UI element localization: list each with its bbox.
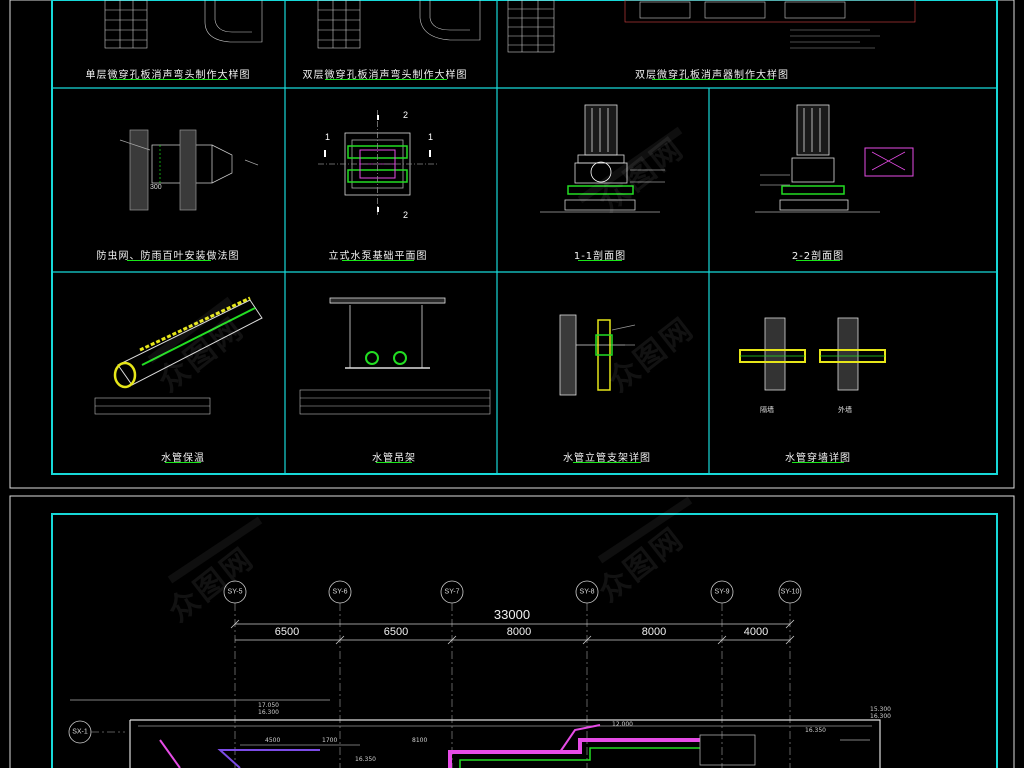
watermark-graphic <box>147 126 693 584</box>
caption-wall-penetration: 水管穿墙详图 <box>785 453 851 464</box>
riser-support-detail <box>559 314 636 396</box>
pump-section-2-2 <box>755 104 914 213</box>
elevation-note: 17.050 <box>258 702 279 709</box>
elevation-note: 15.300 <box>870 706 891 713</box>
wall-penetration-detail <box>739 317 886 391</box>
caption-underline <box>796 260 840 261</box>
caption-section-2-2: 2-2剖面图 <box>791 251 845 262</box>
axis-label: SY-5 <box>227 588 243 596</box>
section-mark-2b: 2 <box>403 210 408 220</box>
pipe-hanger-detail <box>299 297 491 415</box>
elevation-note: 16.350 <box>805 727 826 734</box>
section-mark-1a: 1 <box>325 132 330 142</box>
caption-double-silencer: 双层微穿孔板消声器制作大样图 <box>635 70 789 81</box>
caption-underline <box>127 260 211 261</box>
caption-underline <box>110 79 228 80</box>
caption-underline <box>342 260 414 261</box>
caption-section-1-1: 1-1剖面图 <box>573 251 627 262</box>
caption-pipe-insulation: 水管保温 <box>161 453 205 464</box>
axis-label: SY-6 <box>332 588 348 596</box>
axis-label: SY-7 <box>444 588 460 596</box>
caption-riser-support: 水管立管支架详图 <box>563 453 651 464</box>
caption-louver: 防虫网、防雨百叶安装做法图 <box>96 251 240 262</box>
pump-base-plan <box>318 110 437 215</box>
elevation-note: 12.000 <box>612 721 633 728</box>
wall-left-label: 隔墙 <box>760 405 774 414</box>
row1-details <box>104 0 916 53</box>
small-dimension: 4500 <box>265 737 281 744</box>
sheet-borders <box>9 0 1015 768</box>
caption-single-elbow: 单层微穿孔板消声弯头制作大样图 <box>85 70 251 81</box>
span-dimension: 4000 <box>743 626 769 638</box>
caption-underline <box>376 462 412 463</box>
row-axis-label: SX-1 <box>72 728 88 736</box>
span-dimension: 6500 <box>383 626 409 638</box>
axis-label: SY-8 <box>579 588 595 596</box>
caption-pipe-hanger: 水管吊架 <box>372 453 416 464</box>
wall-right-label: 外墙 <box>838 405 852 414</box>
caption-underline <box>573 462 641 463</box>
elevation-note: 16.300 <box>870 713 891 720</box>
caption-double-elbow: 双层微穿孔板消声弯头制作大样图 <box>302 70 468 81</box>
axis-label: SY-10 <box>780 588 800 596</box>
caption-pump-plan: 立式水泵基础平面图 <box>328 251 428 262</box>
caption-underline <box>325 79 447 80</box>
pipe-insulation-detail <box>94 296 263 415</box>
elevation-note: 16.300 <box>258 709 279 716</box>
small-dimension: 1700 <box>322 737 338 744</box>
section-mark-2a: 2 <box>403 110 408 120</box>
section-mark-1b: 1 <box>428 132 433 142</box>
caption-underline <box>578 260 622 261</box>
caption-underline <box>652 79 774 80</box>
axis-label: SY-9 <box>714 588 730 596</box>
small-dimension: 8100 <box>412 737 428 744</box>
elevation-note: 16.350 <box>355 756 376 763</box>
pump-section-1-1 <box>540 104 665 213</box>
span-dimension: 8000 <box>506 626 532 638</box>
louver-dim-label: 300 <box>150 184 162 191</box>
span-dimension: 8000 <box>641 626 667 638</box>
caption-underline <box>165 462 201 463</box>
louver-detail: 300 <box>119 129 259 211</box>
floor-plan <box>68 580 881 768</box>
caption-underline <box>792 462 844 463</box>
total-dimension: 33000 <box>493 607 531 622</box>
span-dimension: 6500 <box>274 626 300 638</box>
